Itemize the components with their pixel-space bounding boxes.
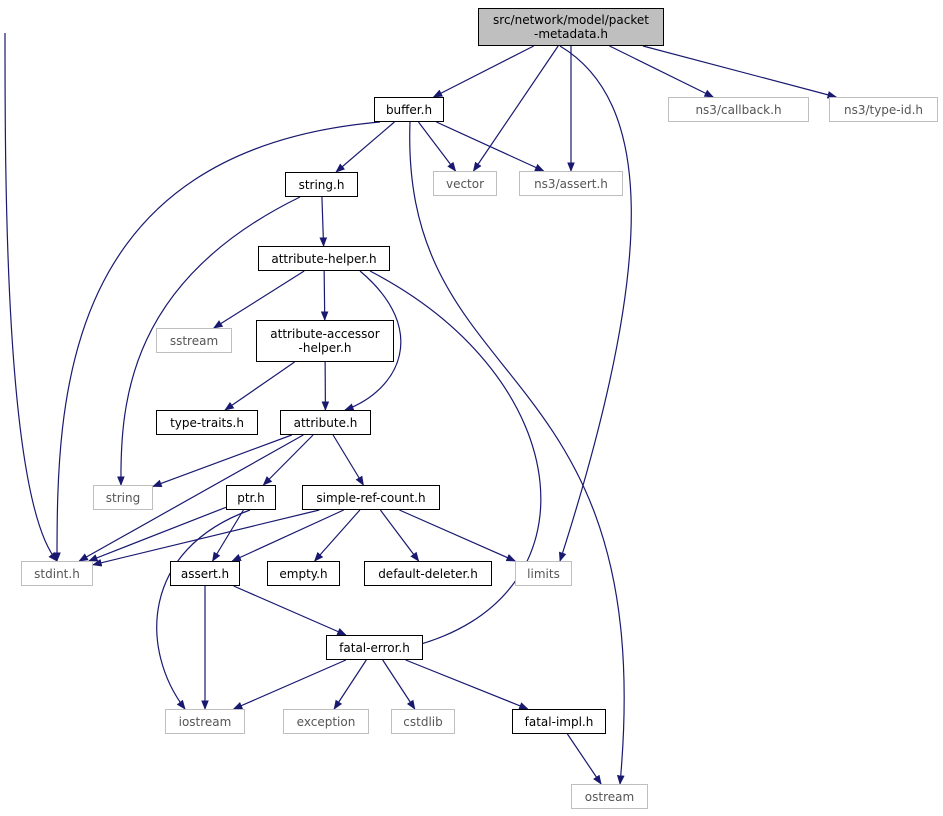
node-ns3-type-id: ns3/type-id.h [829,97,938,122]
node-label: iostream [178,714,232,729]
edge-assert-to-fatal-error [233,585,347,636]
node-label: simple-ref-count.h [316,490,426,505]
node-fatal-error[interactable]: fatal-error.h [326,635,423,660]
node-label: empty.h [279,566,328,581]
node-label: buffer.h [385,102,433,117]
node-label: limits [527,566,560,581]
edge-attribute-helper-to-attribute [344,270,402,411]
node-label: string.h [298,177,345,192]
edge-attribute-helper-to-fatal-error [369,270,542,649]
node-label: default-deleter.h [378,566,478,581]
node-buffer[interactable]: buffer.h [374,97,444,122]
edge-root-to-ns3-callback [609,45,714,98]
edge-ptr-to-iostream [156,509,251,710]
node-label: cstdlib [403,714,443,729]
edge-simple-ref-count-to-default-deleter [379,509,420,562]
node-label: -metadata.h [534,27,608,41]
edge-fatal-error-to-iostream [232,659,347,710]
node-stdint: stdint.h [21,561,93,586]
edge-buffer-to-string-h [335,121,395,173]
edge-buffer-to-ns3-assert [436,121,545,172]
edge-root-to-vector [472,45,559,172]
node-cstdlib: cstdlib [391,709,455,734]
node-label: string [105,490,141,505]
node-label: type-traits.h [170,415,244,430]
node-fatal-impl[interactable]: fatal-impl.h [512,709,606,734]
node-type-traits[interactable]: type-traits.h [156,410,258,435]
node-label: attribute.h [293,415,358,430]
node-iostream: iostream [165,709,245,734]
node-label: ns3/type-id.h [843,102,924,117]
edge-root-to-buffer [432,45,534,98]
node-label: -helper.h [298,341,352,355]
edge-attribute-to-ptr [262,434,314,486]
node-label: fatal-impl.h [524,714,594,729]
node-ptr[interactable]: ptr.h [226,485,276,510]
node-ns3-assert: ns3/assert.h [519,171,623,196]
edge-fatal-error-to-fatal-impl [405,659,529,710]
node-exception: exception [283,709,369,734]
edge-simple-ref-count-to-empty [313,509,361,562]
edge-buffer-to-vector [417,121,457,172]
edge-string-h-to-string [117,196,301,486]
node-string: string [93,485,153,510]
node-label: sstream [169,333,219,348]
node-packet-metadata-root: src/network/model/packet -metadata.h [478,8,664,46]
node-label: attribute-helper.h [271,251,377,266]
edge-string-h-to-attribute-helper [319,196,328,247]
node-label: fatal-error.h [339,640,410,655]
edge-root-to-ns3-typeid [642,45,838,99]
edge-fatal-error-to-exception [333,659,367,710]
node-label: stdint.h [34,566,80,581]
edge-ptr-to-assert [212,509,244,562]
edge-attribute-accessor-to-type-traits [224,361,295,411]
edge-attribute-to-string [152,434,292,487]
edge-ptr-to-stdint [88,506,227,562]
node-sstream: sstream [156,328,232,353]
node-attribute-helper[interactable]: attribute-helper.h [258,246,390,271]
edge-attribute-helper-to-attribute-accessor [320,270,329,321]
edge-buffer-to-ostream [409,121,625,785]
edge-simple-ref-count-to-assert [231,509,344,562]
node-label: exception [296,714,356,729]
node-string-h[interactable]: string.h [285,172,358,197]
edge-fatal-error-to-cstdlib [382,659,416,710]
node-vector: vector [433,171,497,196]
edge-simple-ref-count-to-limits [399,509,517,562]
node-ostream: ostream [571,784,648,809]
node-simple-ref-count[interactable]: simple-ref-count.h [302,485,440,510]
edge-simple-ref-count-to-stdint [92,509,320,567]
node-label: vector [445,176,485,191]
edge-root-to-limits [558,45,632,562]
edge-attribute-helper-to-sstream [213,270,305,329]
node-label: ns3/callback.h [695,102,782,117]
node-label: ostream [584,789,635,804]
node-label: src/network/model/packet [493,13,649,27]
node-label: ns3/assert.h [534,176,608,191]
edge-attribute-to-simple-ref-count [332,434,364,486]
edge-root-to-stdint [4,32,58,562]
edge-attribute-to-stdint [78,434,304,562]
node-label: attribute-accessor [270,327,380,341]
node-ns3-callback: ns3/callback.h [668,97,809,122]
node-attribute-accessor-helper[interactable]: attribute-accessor -helper.h [256,320,394,362]
edge-fatal-impl-to-ostream [566,733,602,785]
node-assert[interactable]: assert.h [170,561,240,586]
node-default-deleter[interactable]: default-deleter.h [364,561,492,586]
node-limits: limits [515,561,572,586]
node-empty[interactable]: empty.h [267,561,340,586]
node-label: ptr.h [237,490,265,505]
node-label: assert.h [180,566,230,581]
edge-buffer-to-stdint [53,121,381,562]
node-attribute[interactable]: attribute.h [280,410,371,435]
